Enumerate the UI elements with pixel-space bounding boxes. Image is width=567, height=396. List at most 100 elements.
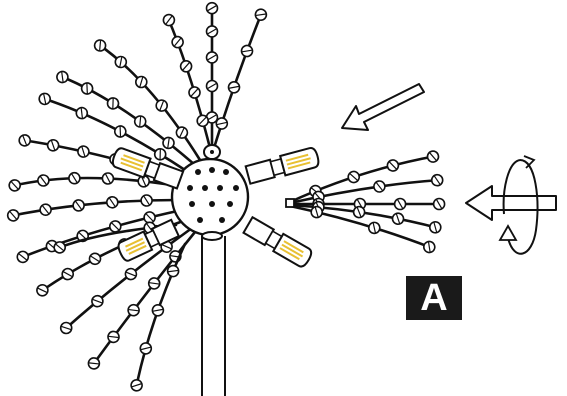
bead-line [198, 116, 207, 125]
socket-hole [187, 185, 193, 191]
bead-line [71, 173, 78, 183]
rotate-arrowhead [498, 224, 518, 241]
bead-line [63, 271, 73, 278]
bead-line [372, 222, 376, 233]
step-label-badge: A [406, 276, 462, 320]
branch-wire [58, 74, 197, 167]
bead-line [388, 161, 397, 170]
branch-wire [288, 178, 442, 205]
bead-line [397, 199, 404, 209]
bulb-upper-right-inserting [244, 147, 320, 185]
bead-line [216, 121, 227, 126]
bulb-lower-right [242, 215, 313, 268]
bead-line [131, 383, 142, 388]
bead-line [182, 62, 190, 71]
bead-line [349, 173, 358, 181]
bead-line [61, 325, 72, 331]
bead-line [207, 28, 217, 35]
bead-line [161, 244, 172, 250]
bulb-filament [279, 240, 304, 261]
socket-hole [195, 169, 201, 175]
light-branches [6, 1, 268, 392]
bead-line [207, 5, 217, 12]
central-hub [170, 144, 250, 241]
socket-hole [233, 185, 239, 191]
bead-line [433, 222, 438, 233]
socket-hole [209, 167, 215, 173]
branch-wire [134, 242, 187, 390]
bulb-filament [120, 154, 145, 172]
bead-line [108, 335, 119, 339]
branch-wire [166, 16, 212, 150]
bulbs [111, 147, 320, 268]
bead-line [92, 298, 103, 304]
rotate-arrowhead-top [523, 155, 536, 169]
branch-wire [40, 96, 190, 174]
bead-line [39, 176, 47, 185]
bead-line [128, 308, 139, 312]
bead-line [139, 116, 142, 127]
bead-line [141, 176, 147, 187]
bead-line [119, 56, 123, 68]
bead-line [190, 88, 199, 97]
bead-line [168, 269, 179, 273]
bead-line [143, 195, 150, 206]
bead-line [145, 213, 154, 222]
branch-wire [288, 204, 434, 250]
bead-line [99, 40, 102, 51]
bead-line [375, 182, 383, 191]
bead-line [61, 71, 64, 83]
socket-hole [197, 217, 203, 223]
branch-wire [212, 10, 264, 150]
bead-line [427, 241, 431, 253]
bead-line [314, 207, 319, 218]
bead-line [356, 207, 362, 217]
bead-line [139, 77, 144, 87]
hub-bottom-cap [201, 231, 223, 241]
bulb-lower-left [117, 218, 181, 262]
bead-line [105, 173, 111, 184]
bead-line [18, 253, 28, 261]
rotate-loop-back [502, 159, 521, 215]
bead-line [50, 140, 56, 151]
branch-wire [96, 42, 202, 162]
bead-line [228, 85, 240, 89]
bead-line [37, 287, 48, 293]
bead-line [207, 54, 217, 61]
bead-line [159, 100, 165, 111]
branch-wire [10, 176, 180, 188]
bead-line [429, 152, 437, 161]
hub-top-dot [210, 150, 214, 154]
bead-line [88, 362, 99, 365]
bulb-upper-left [111, 147, 185, 190]
right-branch-group [285, 150, 446, 254]
socket-hole [223, 169, 229, 175]
branch-connector [285, 198, 295, 208]
bead-line [55, 243, 64, 252]
bead-line [81, 146, 86, 157]
bead-line [42, 205, 50, 214]
bead-line [433, 175, 441, 185]
socket-hole [189, 201, 195, 207]
bead-line [436, 199, 443, 209]
bead-line [108, 197, 116, 207]
branch-wire [62, 226, 194, 332]
bead-line [152, 308, 163, 312]
bead-line [165, 15, 173, 25]
bead-line [43, 93, 47, 104]
bulb-filament [285, 153, 311, 170]
rotate-loop-front [507, 159, 539, 255]
bead-line [149, 282, 160, 285]
bead-line [395, 213, 401, 224]
insert-direction-arrow [341, 83, 425, 131]
push-left-arrow [465, 185, 557, 221]
bead-line [241, 49, 253, 53]
bead-line [179, 127, 185, 138]
bead-line [167, 137, 170, 148]
instruction-arrows [341, 83, 557, 255]
bead-line [140, 346, 151, 351]
socket-hole [227, 201, 233, 207]
bead-line [10, 181, 19, 190]
